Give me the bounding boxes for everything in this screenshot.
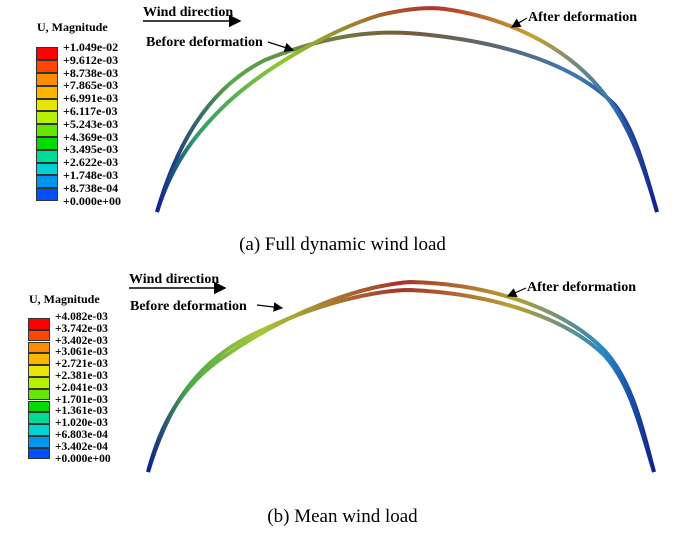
legend-value: +0.000e+00 [63,193,122,208]
legend-value: +1.049e-02 [63,40,119,54]
caption: (a) Full dynamic wind load [239,234,446,255]
legend-swatch [28,388,50,401]
after-pointer [510,17,528,28]
legend-value: +1.701e-03 [55,393,108,406]
before-pointer [267,41,295,53]
after-deformation-label: After deformation [527,280,636,295]
legend-value: +3.742e-03 [55,322,108,335]
legend-swatch [28,329,50,342]
arch-plot: Wind direction Before deformation After … [129,272,656,473]
after-deformation-label: After deformation [528,10,637,25]
caption: (b) Mean wind load [267,506,418,527]
legend-swatch [36,47,58,61]
arch-before-deformation [146,287,656,473]
legend-swatch [36,73,58,86]
wind-direction-label: Wind direction [129,272,219,287]
legend-value: +8.738e-04 [63,180,119,195]
legend-swatch [28,435,50,448]
color-legend: +4.082e-03+3.742e-03+3.402e-03+3.061e-03… [28,311,148,464]
legend-value: +6.991e-03 [63,91,119,106]
legend-swatch [28,400,50,413]
legend-value: +2.622e-03 [63,155,119,170]
legend-value: +3.402e-03 [55,334,108,347]
legend-value: +8.738e-03 [63,65,119,80]
legend-value: +2.721e-03 [55,358,108,371]
legend-swatch [36,162,58,176]
legend-value: +6.117e-03 [63,104,118,118]
legend-swatch [36,175,58,189]
arch-plot: Wind direction Before deformation After … [143,5,659,213]
legend-swatch [36,124,58,137]
legend-value: +2.381e-03 [55,370,108,382]
legend-swatch [28,424,50,436]
legend-swatch [36,149,58,163]
legend-value: +1.361e-03 [55,405,108,418]
before-pointer [256,302,284,312]
arch-before-deformation [155,30,659,213]
legend-swatch [28,447,50,460]
legend-value: +4.369e-03 [63,129,119,144]
panel-full-dynamic: U, Magnitude +1.049e-02+9.612e-03+8.738e… [0,0,685,266]
before-deformation-label: Before deformation [146,35,263,50]
legend-swatch [36,85,58,99]
legend-value: +3.061e-03 [55,346,108,359]
legend-swatch [36,137,58,150]
legend-swatch [36,111,58,125]
before-deformation-label: Before deformation [130,299,247,314]
panel-mean-wind: U, Magnitude +4.082e-03+3.742e-03+3.402e… [0,266,685,533]
legend-value: +4.082e-03 [55,311,108,323]
legend-swatch [36,98,58,112]
legend-value: +9.612e-03 [63,52,119,67]
legend-swatch [28,353,50,366]
legend-value: +3.495e-03 [63,142,119,157]
legend-value: +5.243e-03 [63,116,119,131]
legend-swatch [28,376,50,389]
color-legend: +1.049e-02+9.612e-03+8.738e-03+7.865e-03… [36,40,156,207]
wind-direction-label: Wind direction [143,5,233,20]
arch-after-deformation [155,6,659,213]
legend-swatch [28,412,50,425]
after-pointer [506,287,527,297]
legend-value: +2.041e-03 [55,381,108,394]
legend-swatch [36,60,58,73]
legend-value: +1.020e-03 [55,417,108,430]
arch-after-deformation [146,279,656,473]
legend-swatch [36,188,58,201]
legend-value: +6.803e-04 [55,429,108,441]
legend-value: +1.748e-03 [63,168,119,182]
legend-title: U, Magnitude [29,292,100,306]
legend-value: +3.402e-04 [55,440,108,453]
legend-swatch [28,341,50,354]
legend-title: U, Magnitude [37,20,108,34]
legend-swatch [28,365,50,377]
legend-swatch [28,317,50,330]
legend-value: +7.865e-03 [63,78,119,93]
legend-value: +0.000e+00 [55,452,111,465]
